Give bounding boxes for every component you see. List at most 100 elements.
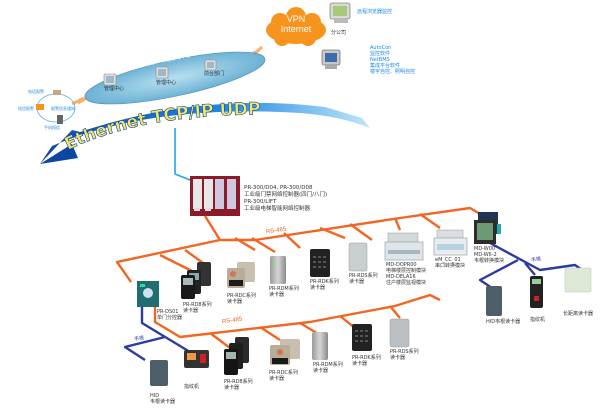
wiegand-label-left: 韦根 (133, 335, 145, 343)
device-label: PR-RDS系列读卡器 (390, 349, 419, 361)
label-text: 串口转换模块 (435, 263, 466, 269)
device-label: 指纹机 (530, 317, 546, 323)
controller-description: PR-300/D04, PR-300/D08 工业级门禁网络控制器(四门/八门)… (244, 185, 327, 213)
device-label: PR-RD8系列读卡器 (183, 302, 212, 314)
wiegand-bus-left (123, 307, 191, 362)
reader-rds-lower (389, 318, 410, 348)
device-label: PR-RDM系列读卡器 (313, 362, 343, 374)
device-label: 指纹机 (184, 384, 199, 390)
label-text: PR-RDC系列 (227, 293, 256, 299)
network-controller (190, 176, 240, 216)
reader-rd8-lower (224, 337, 249, 375)
label-text: 单门分控器 (157, 315, 183, 321)
software-item: AutoCon (370, 45, 392, 51)
phone-icon (53, 90, 61, 95)
device-label: PR-RDK系列读卡器 (352, 355, 381, 367)
label-text: PR-RDM系列 (269, 286, 299, 292)
elevator-module (384, 232, 424, 261)
alarm-item: 报警信息通知 (51, 106, 75, 111)
office-monitor-icon (329, 2, 351, 23)
label-text: 读卡器 (310, 285, 326, 291)
label-text: MD-DOPR00 (386, 262, 417, 268)
device-label: PR-RDS系列读卡器 (349, 273, 378, 285)
reader-rdm-upper (270, 256, 286, 284)
ethernet-label: Ethernet TCP/IP UDP (62, 99, 261, 154)
label-text: 电梯楼层控制模块 (386, 268, 427, 274)
label-text: 韦根转换模块 (474, 258, 505, 264)
device-label: 长距离读卡器 (563, 311, 594, 317)
software-item: 楼宇自控、照明自控 (370, 69, 416, 75)
software-item: NetBMS (370, 57, 390, 63)
label-text: PR-RD8系列 (183, 302, 212, 308)
label-text: 读卡器 (183, 308, 199, 314)
label-text: 读卡器 (390, 355, 406, 361)
alarm-item: 手机短信 (44, 125, 60, 130)
reader-rdc-lower (270, 339, 300, 365)
controller-line: 工业级门禁网络控制器(四门/八门) (244, 192, 328, 198)
label-text: 读卡器 (224, 385, 240, 391)
door-splitter-board (137, 281, 159, 307)
office-note: 远程浏览器监控 (357, 9, 393, 15)
vpn-label: VPN (286, 14, 306, 24)
label-text: 读卡器 (352, 361, 368, 367)
reader-rdk-lower (352, 324, 372, 351)
label-text: 读卡器 (269, 292, 285, 298)
alarm-notify-ring (36, 90, 76, 124)
software-list: AutoCon 监控软件 NetBMS 集成平台软件 楼宇自控、照明自控 (370, 45, 415, 75)
hid-reader-right (486, 286, 502, 316)
controller-line: 工业级电梯智能网络控制器 (244, 206, 311, 212)
label-text: 读卡器 (227, 299, 243, 305)
label-text: PR-RDC系列 (269, 370, 298, 376)
label-text: MD-W00 (474, 246, 496, 252)
ethernet-link-line (174, 128, 191, 181)
label-text: HID (150, 393, 160, 399)
label-text: 读卡器 (349, 279, 365, 285)
hid-reader-lower (150, 360, 168, 386)
software-item: 监控软件 (370, 51, 391, 57)
platform-monitor-icon (103, 59, 217, 86)
label-text: PR-DS01 (157, 309, 179, 315)
office-label: 分公司 (331, 30, 347, 36)
label-text: MD-WII-2 (474, 252, 497, 258)
long-range-reader (564, 267, 592, 293)
station-label: 管理中心 (104, 86, 125, 92)
label-text: PR-RDK系列 (310, 279, 339, 285)
label-text: 韦根读卡器 (150, 399, 176, 405)
ethernet-arrow (40, 102, 370, 164)
vpn-cloud-label: VPN Internet (268, 14, 324, 34)
controller-line: PR-300/LIFT (244, 199, 277, 205)
device-label: PR-RDC系列读卡器 (227, 293, 256, 305)
label-text: 住户楼层监视模块 (386, 280, 427, 286)
mobile-icon (57, 115, 63, 124)
platform-ellipse (84, 51, 266, 105)
device-label: PR-RDC系列读卡器 (269, 370, 298, 382)
controller-line: PR-300/D04, PR-300/D08 (244, 185, 313, 191)
reader-rds-upper (348, 242, 368, 272)
alarm-item: 电话报警 (28, 89, 44, 94)
internet-label: Internet (280, 24, 312, 34)
label-text: PR-RDM系列 (313, 362, 343, 368)
software-item: 集成平台软件 (370, 63, 401, 69)
mail-icon (36, 104, 44, 110)
station-label: 前台部门 (204, 71, 225, 77)
label-text: PR-RDS系列 (349, 273, 378, 279)
reader-rdk-upper (310, 249, 330, 277)
label-text: PR-RDK系列 (352, 355, 381, 361)
label-text: eM_CC_01 (435, 257, 461, 263)
device-label: PR-RD8系列读卡器 (224, 379, 253, 391)
label-text: 指纹机 (184, 384, 200, 390)
alarm-item: 短信报警 (18, 106, 34, 111)
device-label: HID韦根读卡器 (486, 319, 521, 325)
label-text: MD-DELA16 (386, 274, 416, 280)
wiegand-module (474, 212, 501, 244)
device-label: PR-RDK系列读卡器 (310, 279, 339, 291)
label-text: 读卡器 (269, 376, 285, 382)
fingerprint-terminal-lower (184, 350, 209, 368)
reader-rdc-upper (227, 262, 255, 288)
